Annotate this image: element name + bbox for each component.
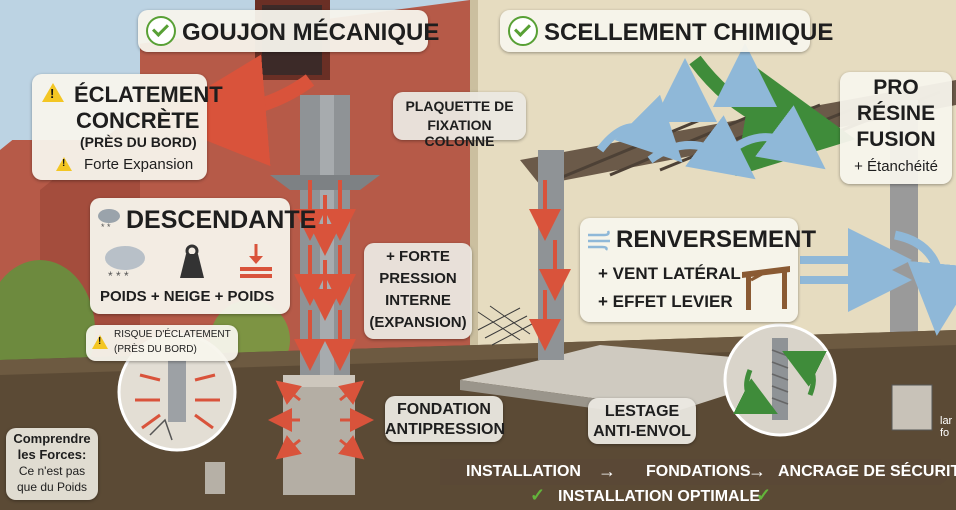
warning-icon <box>92 335 108 349</box>
wind-icon <box>588 230 610 251</box>
risk-line2: (PRÈS DU BORD) <box>114 344 197 355</box>
ballast-box: LESTAGE ANTI-ENVOL <box>588 398 696 444</box>
understand-forces-box: Comprendre les Forces: Ce n'est pas que … <box>6 428 98 500</box>
plaquette-box: PLAQUETTE DE FIXATION COLONNE <box>393 92 526 149</box>
svg-text:* * *: * * * <box>108 269 129 282</box>
understand-line4: que du Poids <box>16 480 88 494</box>
step-installation: INSTALLATION <box>466 463 581 480</box>
expansion-arrows <box>268 380 374 460</box>
pro-resine-line3: FUSION <box>856 128 936 151</box>
chemical-anchor-title: SCELLEMENT CHIMIQUE <box>544 19 834 46</box>
eclatement-box: ÉCLATEMENT CONCRÈTE (PRÈS DU BORD) Forte… <box>32 74 223 180</box>
eclatement-line2: CONCRÈTE <box>76 108 200 133</box>
edge-line1: lar <box>940 415 953 427</box>
eclatement-line1: ÉCLATEMENT <box>74 82 223 107</box>
checkmark-icon: ✓ <box>756 485 772 505</box>
descending-load-arrows <box>294 180 571 371</box>
pro-resine-line1: PRO <box>873 76 919 99</box>
pressure-line3: INTERNE <box>385 292 451 309</box>
check-icon <box>508 16 538 46</box>
chemical-anchor-detail-circle <box>723 323 837 437</box>
risk-box: RISQUE D'ÉCLATEMENT (PRÈS DU BORD) <box>86 325 238 361</box>
foundation-line1: FONDATION <box>397 401 491 418</box>
warning-icon <box>42 83 64 102</box>
overturning-item2: + EFFET LEVIER <box>598 292 733 311</box>
risk-line1: RISQUE D'ÉCLATEMENT <box>114 329 231 340</box>
chemical-anchor-header: SCELLEMENT CHIMIQUE <box>500 10 833 52</box>
descending-caption: POIDS + NEIGE + POIDS <box>100 288 275 305</box>
overturning-item1: + VENT LATÉRAL <box>598 264 741 283</box>
pro-resine-line4: + Étanchéité <box>854 158 938 175</box>
eclatement-line3: (PRÈS DU BORD) <box>80 134 197 150</box>
downward-pressure-icon <box>240 244 272 278</box>
step-foundations: FONDATIONS <box>646 463 751 480</box>
optimal-installation-banner: ✓ INSTALLATION OPTIMALE ✓ <box>520 485 790 509</box>
pressure-box: + FORTE PRESSION INTERNE (EXPANSION) <box>364 243 472 339</box>
process-steps: INSTALLATION → FONDATIONS → ANCRAGE DE S… <box>440 455 956 510</box>
wind-arrows <box>596 43 912 312</box>
step-arrow-2: → <box>748 461 766 481</box>
ballast-line1: LESTAGE <box>604 403 680 420</box>
mechanical-anchor-header: GOUJON MÉCANIQUE <box>138 10 439 52</box>
understand-line1: Comprendre <box>13 431 91 446</box>
foundation-line2: ANTIPRESSION <box>385 421 506 438</box>
svg-text:* *: * * <box>101 222 111 232</box>
pressure-line2: PRESSION <box>379 270 457 287</box>
warning-icon <box>56 157 72 171</box>
weight-icon <box>180 244 204 278</box>
pressure-line4: (EXPANSION) <box>369 314 467 331</box>
snow-cloud-icon: * * <box>98 209 120 232</box>
step-security-anchor: ANCRAGE DE SÉCURITÉ <box>778 463 956 480</box>
step-arrow-1: → <box>598 461 616 481</box>
overturning-box: RENVERSEMENT + VENT LATÉRAL + EFFET LEVI… <box>580 218 816 322</box>
snow-cloud-icon: * * * <box>105 246 145 282</box>
plaquette-line1: PLAQUETTE DE <box>405 98 514 114</box>
eclatement-arrow <box>154 54 315 167</box>
optimal-installation-label: INSTALLATION OPTIMALE <box>558 488 761 505</box>
plaquette-line2: FIXATION COLONNE <box>424 117 495 150</box>
ballast-line2: ANTI-ENVOL <box>593 423 691 440</box>
pressure-line1: + FORTE <box>386 248 450 265</box>
edge-line2: fo <box>940 427 950 439</box>
descending-load-box: * * DESCENDANTE * * * POIDS + NEIGE + PO… <box>90 198 316 314</box>
pro-resine-box: PRO RÉSINE FUSION + Étanchéité <box>840 72 952 184</box>
process-arrow-shape <box>440 459 956 485</box>
pergola-icon <box>742 266 790 310</box>
check-icon <box>146 16 176 46</box>
overturning-title: RENVERSEMENT <box>616 226 817 253</box>
edge-cut-text: lar fo <box>940 415 956 455</box>
eclatement-line4: Forte Expansion <box>84 156 194 173</box>
descending-title: DESCENDANTE <box>126 206 317 234</box>
understand-line3: Ce n'est pas <box>18 464 86 478</box>
understand-line2: les Forces: <box>17 447 87 462</box>
foundation-box: FONDATION ANTIPRESSION <box>385 396 506 442</box>
mechanical-anchor-title: GOUJON MÉCANIQUE <box>182 19 440 46</box>
checkmark-icon: ✓ <box>530 485 546 505</box>
pro-resine-line2: RÉSINE <box>856 102 936 125</box>
